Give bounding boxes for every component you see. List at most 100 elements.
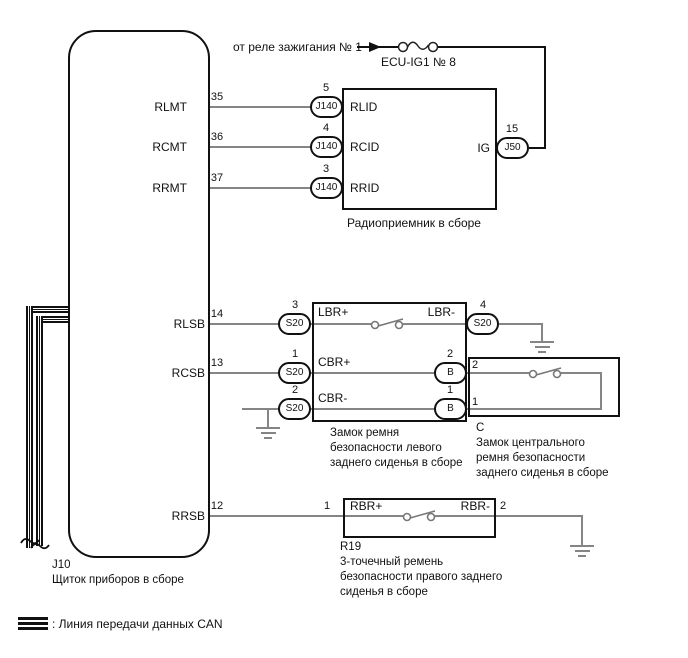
pin-label-rcsb: RCSB xyxy=(171,366,205,380)
pin-number: 12 xyxy=(210,500,224,512)
left-buckle-label: Замок ремня безопасности левого заднего … xyxy=(330,427,463,469)
wire-segment xyxy=(209,515,344,517)
pin-number: 5 xyxy=(322,82,330,94)
pin-number: 1 xyxy=(291,348,299,360)
pin-label-lbr-plus: LBR+ xyxy=(318,305,349,319)
r19-box xyxy=(343,498,496,538)
pin-label-rrmt: RRMT xyxy=(152,181,187,195)
switch-icon xyxy=(370,318,404,330)
instrument-panel-box xyxy=(68,30,210,558)
pin-label-cbr-plus: CBR+ xyxy=(318,355,351,369)
wire-segment xyxy=(267,408,269,427)
pin-number: 4 xyxy=(322,122,330,134)
pin-label-rlid: RLID xyxy=(350,100,378,114)
connector-oval-b: B xyxy=(434,362,467,384)
wire-segment xyxy=(499,323,543,325)
pin-number: 1 xyxy=(472,396,479,408)
pin-number: 2 xyxy=(291,384,299,396)
break-icon xyxy=(20,538,40,545)
switch-icon xyxy=(402,510,436,522)
wire-segment xyxy=(310,372,435,374)
pin-label-rbr-plus: RBR+ xyxy=(350,499,383,513)
pin-number: 15 xyxy=(505,123,519,135)
wire-segment xyxy=(561,372,602,374)
wire-segment xyxy=(310,323,371,325)
wire-segment xyxy=(466,408,602,410)
power-wire xyxy=(529,147,546,149)
panel-name: Щиток приборов в сборе xyxy=(52,574,184,586)
wire-segment xyxy=(209,106,311,108)
wire-segment xyxy=(344,515,403,517)
pin-number: 35 xyxy=(210,91,224,103)
radio-name-label: Радиоприемник в сборе xyxy=(347,216,481,230)
pin-label-rcid: RCID xyxy=(350,140,380,154)
connector-oval-j50: J50 xyxy=(496,137,529,159)
connector-oval-b: B xyxy=(434,398,467,420)
can-line-legend-icon xyxy=(18,617,48,630)
wire-segment xyxy=(403,323,467,325)
pin-number: 1 xyxy=(324,500,331,512)
wire-segment xyxy=(209,372,279,374)
connector-oval-s20: S20 xyxy=(278,362,311,384)
power-wire xyxy=(437,46,546,48)
wire-segment xyxy=(581,515,583,545)
connector-oval-j140: J140 xyxy=(310,96,343,118)
wire-segment xyxy=(209,323,279,325)
pin-number: 3 xyxy=(291,299,299,311)
connector-oval-j140: J140 xyxy=(310,177,343,199)
wire-segment xyxy=(209,187,311,189)
connector-oval-s20: S20 xyxy=(466,313,499,335)
ground-icon xyxy=(530,341,554,353)
pin-label-rbr-minus: RBR- xyxy=(460,499,490,513)
wire-segment xyxy=(495,515,583,517)
ground-icon xyxy=(570,545,594,557)
central-buckle-label: C Замок центрального ремня безопасности … xyxy=(476,422,609,479)
pin-number: 1 xyxy=(446,384,454,396)
pin-label-lbr-minus: LBR- xyxy=(427,305,455,319)
pin-label-rcmt: RCMT xyxy=(152,140,187,154)
wire-segment xyxy=(310,408,435,410)
can-bus-line xyxy=(36,316,43,546)
wire-segment xyxy=(541,323,543,341)
pin-number: 36 xyxy=(210,131,224,143)
central-buckle-box xyxy=(468,357,620,417)
pin-label-rrid: RRID xyxy=(350,181,380,195)
pin-label-ig: IG xyxy=(477,141,490,155)
pin-label-rlsb: RLSB xyxy=(173,317,205,331)
power-wire xyxy=(544,46,546,149)
pin-label-cbr-minus: CBR- xyxy=(318,391,348,405)
ground-icon xyxy=(256,427,280,439)
pin-number: 2 xyxy=(446,348,454,360)
instrument-panel-label: J10 Щиток приборов в сборе xyxy=(52,558,184,588)
pin-number: 2 xyxy=(500,500,507,512)
wire-segment xyxy=(435,515,495,517)
break-icon xyxy=(30,543,50,550)
can-bus-line xyxy=(26,306,69,313)
fuse-icon xyxy=(397,41,439,53)
pin-number: 2 xyxy=(472,359,479,371)
wire-segment xyxy=(242,408,279,410)
switch-icon xyxy=(528,367,562,379)
wire-segment xyxy=(209,146,311,148)
arrow-icon xyxy=(369,42,381,52)
pin-label-rlmt: RLMT xyxy=(154,100,187,114)
panel-id: J10 xyxy=(52,559,71,571)
connector-oval-s20: S20 xyxy=(278,313,311,335)
wire-segment xyxy=(466,372,529,374)
legend-label: : Линия передачи данных CAN xyxy=(52,617,223,631)
can-bus-line xyxy=(26,306,33,548)
connector-oval-s20: S20 xyxy=(278,398,311,420)
pin-number: 3 xyxy=(322,163,330,175)
pin-number: 13 xyxy=(210,357,224,369)
can-bus-line xyxy=(36,316,69,323)
pin-number: 37 xyxy=(210,172,224,184)
wire-segment xyxy=(600,372,602,410)
connector-oval-j140: J140 xyxy=(310,136,343,158)
left-buckle-box xyxy=(312,302,467,422)
ignition-relay-label: от реле зажигания № 1 xyxy=(233,40,362,54)
pin-number: 4 xyxy=(479,299,487,311)
r19-label: R19 3-точечный ремень безопасности право… xyxy=(340,541,503,598)
pin-number: 14 xyxy=(210,308,224,320)
fuse-label: ECU-IG1 № 8 xyxy=(381,55,456,69)
